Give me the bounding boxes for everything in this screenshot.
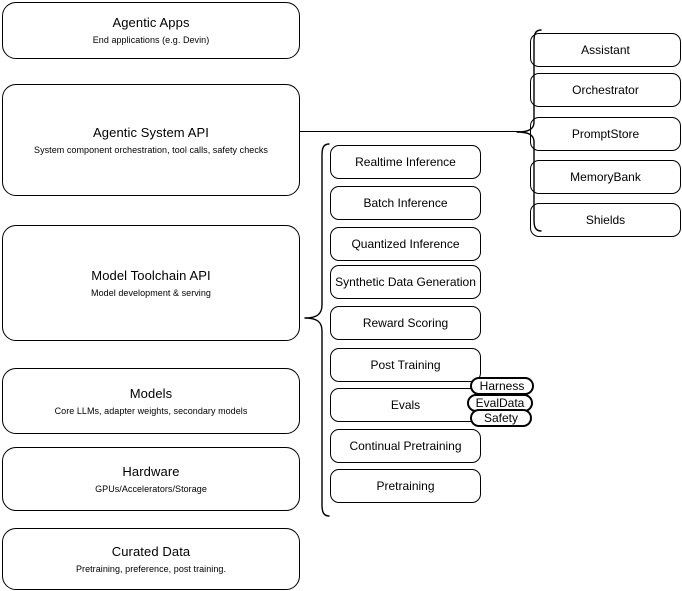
layer-card-agentic-system-api[interactable]: Agentic System API System component orch… [2, 84, 300, 196]
chip-promptstore[interactable]: PromptStore [530, 117, 681, 151]
chip-evals[interactable]: Evals [330, 388, 481, 422]
brace-model-toolchain [303, 142, 331, 518]
layer-card-curated-data[interactable]: Curated Data Pretraining, preference, po… [2, 528, 300, 590]
chip-reward-scoring[interactable]: Reward Scoring [330, 306, 481, 340]
connector-agentic-system-to-components [300, 131, 520, 132]
layer-subtitle: System component orchestration, tool cal… [34, 144, 268, 155]
chip-label: Realtime Inference [355, 155, 456, 169]
chip-synthetic-data-generation[interactable]: Synthetic Data Generation [330, 265, 481, 299]
layer-title: Models [129, 385, 173, 401]
layer-card-models[interactable]: Models Core LLMs, adapter weights, secon… [2, 368, 300, 434]
chip-label: PromptStore [571, 127, 640, 141]
chip-label: Shields [585, 213, 626, 227]
chip-label: Continual Pretraining [349, 439, 462, 453]
layer-subtitle: Pretraining, preference, post training. [75, 563, 227, 574]
layer-title: Curated Data [111, 543, 191, 559]
tag-label: EvalData [475, 395, 525, 410]
layer-subtitle: Core LLMs, adapter weights, secondary mo… [54, 405, 248, 416]
chip-label: Batch Inference [363, 196, 448, 210]
layer-card-model-toolchain-api[interactable]: Model Toolchain API Model development & … [2, 225, 300, 341]
chip-post-training[interactable]: Post Training [330, 348, 481, 382]
chip-label: MemoryBank [570, 170, 641, 184]
chip-continual-pretraining[interactable]: Continual Pretraining [330, 429, 481, 463]
chip-memorybank[interactable]: MemoryBank [530, 160, 681, 194]
layer-title: Agentic Apps [112, 15, 190, 30]
layer-title: Agentic System API [93, 124, 209, 140]
chip-label: Post Training [370, 358, 441, 372]
tag-label: Safety [483, 410, 519, 425]
chip-batch-inference[interactable]: Batch Inference [330, 186, 481, 220]
chip-orchestrator[interactable]: Orchestrator [530, 73, 681, 107]
chip-label: Reward Scoring [362, 316, 449, 330]
chip-label: Pretraining [376, 479, 435, 493]
chip-label: Evals [390, 398, 421, 412]
chip-label: Orchestrator [572, 83, 639, 97]
chip-label: Quantized Inference [351, 237, 460, 251]
chip-label: Synthetic Data Generation [335, 275, 476, 289]
chip-pretraining[interactable]: Pretraining [330, 469, 481, 503]
brace-agentic-system [515, 28, 543, 233]
chip-label: Assistant [581, 43, 630, 57]
layer-subtitle: Model development & serving [91, 287, 211, 298]
chip-realtime-inference[interactable]: Realtime Inference [330, 145, 481, 179]
chip-assistant[interactable]: Assistant [530, 33, 681, 67]
layer-title: Model Toolchain API [91, 267, 211, 283]
tag-harness[interactable]: Harness [470, 377, 534, 395]
tag-label: Harness [479, 378, 525, 393]
layer-title: Hardware [122, 463, 180, 479]
layer-card-hardware[interactable]: Hardware GPUs/Accelerators/Storage [2, 447, 300, 511]
tag-safety[interactable]: Safety [470, 409, 532, 427]
chip-quantized-inference[interactable]: Quantized Inference [330, 227, 481, 261]
layer-subtitle: End applications (e.g. Devin) [92, 35, 210, 45]
layer-subtitle: GPUs/Accelerators/Storage [95, 483, 207, 494]
layer-card-agentic-apps[interactable]: Agentic Apps End applications (e.g. Devi… [2, 2, 300, 59]
chip-shields[interactable]: Shields [530, 203, 681, 237]
